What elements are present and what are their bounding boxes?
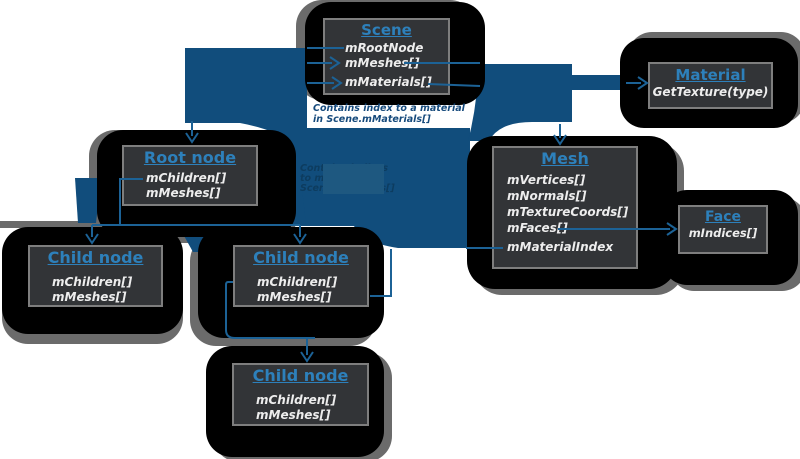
- material-node: Material GetTexture(type): [648, 62, 773, 109]
- mesh-node: Mesh mVertices[] mNormals[] mTextureCoor…: [492, 146, 638, 269]
- rootnode-member-mmeshes: mMeshes[]: [146, 186, 221, 201]
- childnode2-title: Child node: [253, 248, 349, 267]
- scene-title: Scene: [361, 21, 412, 39]
- face-node: Face mIndices[]: [678, 205, 768, 254]
- childnode2-member-mchildren: mChildren[]: [257, 275, 338, 290]
- scene-member-mmeshes: mMeshes[]: [345, 56, 420, 71]
- thick-arrow-scene-to-rootnode: [185, 48, 307, 123]
- material-note-line1: Contains index to a material: [313, 103, 465, 114]
- scene-member-mmaterials: mMaterials[]: [345, 75, 432, 90]
- material-note-line2: in Scene.mMaterials[]: [313, 113, 431, 125]
- material-title: Material: [675, 66, 746, 84]
- scene-member-mrootnode: mRootNode: [345, 41, 424, 56]
- childnode1-member-mchildren: mChildren[]: [52, 275, 133, 290]
- mesh-member-mvertices: mVertices[]: [507, 173, 586, 188]
- mesh-member-mnormals: mNormals[]: [507, 189, 587, 204]
- rootnode-title: Root node: [143, 148, 237, 167]
- childnode1: Child node mChildren[] mMeshes[]: [28, 245, 163, 307]
- rootnode-node: Root node mChildren[] mMeshes[]: [122, 145, 258, 206]
- childnode3-member-mchildren: mChildren[]: [256, 393, 337, 408]
- childnode3-title: Child node: [252, 366, 349, 385]
- childnode1-member-mmeshes: mMeshes[]: [52, 290, 127, 305]
- childnode1-title: Child node: [47, 248, 144, 267]
- childnode2: Child node mChildren[] mMeshes[]: [233, 245, 369, 307]
- face-member-mindices: mIndices[]: [688, 226, 758, 241]
- scene-node: Scene mRootNode mMeshes[] mMaterials[]: [323, 18, 450, 95]
- childnode3-member-mmeshes: mMeshes[]: [256, 408, 331, 423]
- material-note: Contains index to a material in Scene.mM…: [313, 103, 483, 125]
- note-overlay-rect: [323, 164, 384, 194]
- mesh-member-mtexturecoords: mTextureCoords[]: [507, 205, 629, 220]
- thick-arrow-scene-to-material-mesh: [468, 64, 626, 141]
- childnode2-member-mmeshes: mMeshes[]: [257, 290, 332, 305]
- material-member-gettexture: GetTexture(type): [652, 85, 769, 100]
- mesh-member-mfaces: mFaces[]: [507, 221, 568, 236]
- thick-arrow-shadow-streak: [0, 221, 100, 228]
- face-title: Face: [705, 209, 741, 225]
- mesh-title: Mesh: [541, 149, 589, 168]
- mesh-member-mmaterialindex: mMaterialIndex: [507, 240, 614, 255]
- childnode3: Child node mChildren[] mMeshes[]: [232, 363, 369, 426]
- rootnode-member-mchildren: mChildren[]: [146, 171, 227, 186]
